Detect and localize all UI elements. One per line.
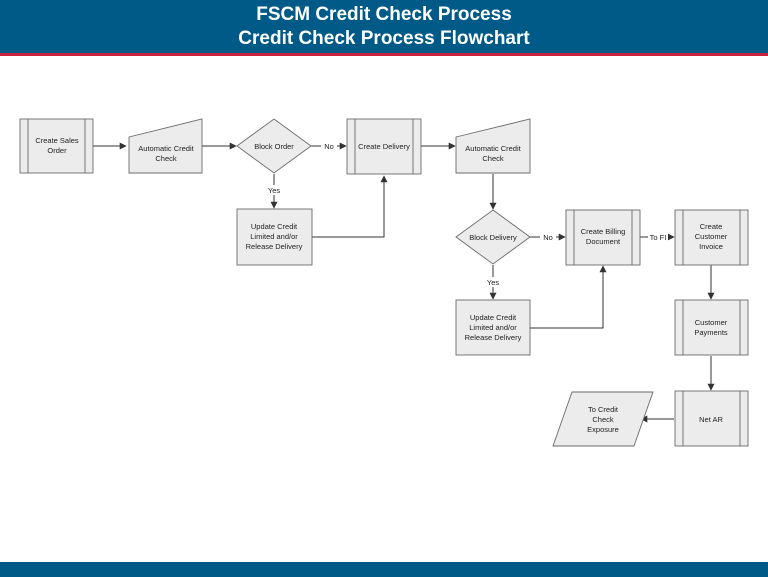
header-bar: FSCM Credit Check Process Credit Check P…: [0, 0, 768, 53]
svg-text:Limited and/or: Limited and/or: [250, 232, 298, 241]
svg-text:Block Delivery: Block Delivery: [469, 233, 517, 242]
svg-text:Payments: Payments: [694, 328, 728, 337]
svg-text:Create Delivery: Create Delivery: [358, 142, 410, 151]
label-yes-block-order: Yes: [268, 186, 280, 195]
edge-update2-to-billing: [530, 265, 607, 329]
node-customer-payments: Customer Payments: [674, 299, 749, 356]
node-update-credit-1: Update Credit Limited and/or Release Del…: [236, 208, 313, 266]
node-automatic-credit-check-1: Automatic Credit Check: [128, 118, 203, 174]
edge-update1-to-delivery: [312, 175, 388, 238]
svg-text:Update Credit: Update Credit: [470, 313, 517, 322]
label-no-block-order: No: [324, 142, 334, 151]
svg-text:Limited and/or: Limited and/or: [469, 323, 517, 332]
node-create-delivery: Create Delivery: [346, 118, 422, 175]
header-accent-line: [0, 53, 768, 56]
svg-text:Check: Check: [482, 154, 504, 163]
svg-text:Automatic Credit: Automatic Credit: [465, 144, 521, 153]
svg-text:Check: Check: [155, 154, 177, 163]
svg-text:Exposure: Exposure: [587, 425, 619, 434]
svg-text:Check: Check: [592, 415, 614, 424]
svg-text:Create Sales: Create Sales: [35, 136, 79, 145]
connectors: [93, 142, 715, 423]
edge-label-bg: [321, 141, 337, 151]
svg-text:Create Billing: Create Billing: [581, 227, 626, 236]
node-create-sales-order: Create Sales Order: [19, 118, 94, 174]
label-no-block-delivery: No: [543, 233, 553, 242]
edge-label-bg: [540, 232, 556, 242]
svg-text:Release Delivery: Release Delivery: [246, 242, 303, 251]
node-update-credit-2: Update Credit Limited and/or Release Del…: [455, 299, 531, 356]
edge-label-bg: [484, 277, 502, 287]
svg-text:Invoice: Invoice: [699, 242, 723, 251]
svg-text:Automatic Credit: Automatic Credit: [138, 144, 194, 153]
svg-text:Document: Document: [586, 237, 621, 246]
label-yes-block-delivery: Yes: [487, 278, 499, 287]
page-subtitle: Credit Check Process Flowchart: [238, 28, 530, 49]
edge-label-bg: [648, 232, 668, 242]
svg-text:Release Delivery: Release Delivery: [465, 333, 522, 342]
node-block-delivery: Block Delivery: [455, 209, 531, 265]
node-net-ar: Net AR: [674, 390, 749, 447]
node-create-billing-document: Create Billing Document: [565, 209, 641, 266]
svg-text:Customer: Customer: [695, 318, 728, 327]
page-title: FSCM Credit Check Process: [256, 4, 512, 25]
svg-text:Net AR: Net AR: [699, 415, 723, 424]
svg-text:Order: Order: [47, 146, 67, 155]
node-automatic-credit-check-2: Automatic Credit Check: [455, 118, 531, 174]
svg-text:Update Credit: Update Credit: [251, 222, 298, 231]
footer-bar: [0, 562, 768, 577]
edge-label-bg: [265, 185, 283, 195]
svg-text:To Credit: To Credit: [588, 405, 619, 414]
label-to-fi: To FI: [650, 233, 667, 242]
node-to-credit-check-exposure: To Credit Check Exposure: [552, 391, 654, 447]
svg-text:Customer: Customer: [695, 232, 728, 241]
svg-text:Block Order: Block Order: [254, 142, 294, 151]
svg-text:Create: Create: [700, 222, 723, 231]
node-block-order: Block Order: [236, 118, 312, 174]
node-create-customer-invoice: Create Customer Invoice: [674, 209, 749, 266]
